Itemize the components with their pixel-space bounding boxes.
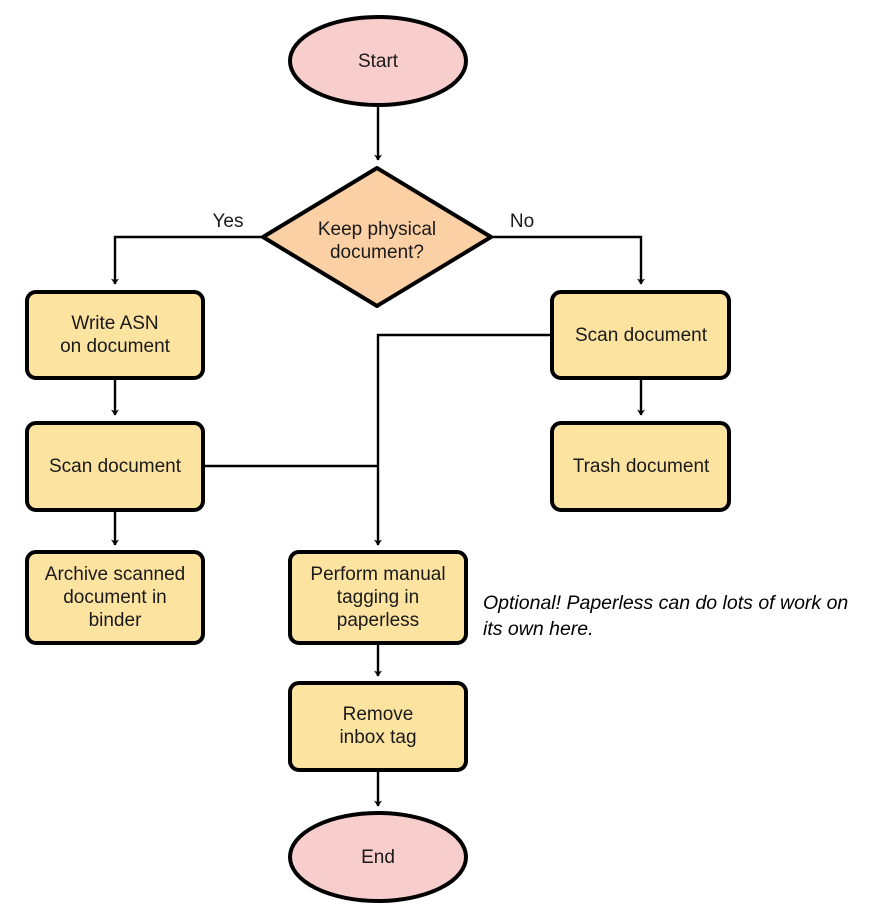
scan-document-left-box-shape (25, 421, 205, 512)
archive-box-shape (25, 550, 205, 645)
scan-document-right-box-shape (550, 290, 731, 380)
remove-inbox-label-line1: Remove (343, 704, 414, 725)
trash-document-box-shape (550, 421, 731, 512)
archive-label-line3: binder (89, 610, 142, 631)
decision-label-line1: Keep physical (318, 219, 436, 240)
write-asn-label-line1: Write ASN (71, 313, 158, 334)
edge-decision-no-to-scan-right (491, 235, 645, 285)
node-scan-document-right[interactable]: Scan document (550, 290, 731, 380)
node-archive-scanned-document[interactable]: Archive scanned document in binder (25, 550, 205, 645)
remove-inbox-label-line2: inbox tag (339, 727, 416, 748)
node-start[interactable]: Start (288, 15, 468, 107)
scan-document-right-label: Scan document (575, 325, 708, 346)
remove-inbox-box-shape (288, 681, 468, 772)
edge-label-no: No (510, 211, 534, 232)
edge-scan-right-to-tagging (374, 333, 552, 546)
start-ellipse-shape (288, 15, 468, 107)
tagging-label-line3: paperless (337, 610, 419, 631)
edge-label-yes: Yes (213, 211, 244, 232)
tagging-label-line1: Perform manual (310, 564, 445, 585)
node-scan-document-left[interactable]: Scan document (25, 421, 205, 512)
end-label: End (361, 847, 395, 868)
scan-document-left-label: Scan document (49, 456, 182, 477)
node-end[interactable]: End (288, 811, 468, 903)
node-perform-manual-tagging[interactable]: Perform manual tagging in paperless (288, 550, 468, 645)
write-asn-box-shape (25, 290, 205, 380)
optional-note-line1: Optional! Paperless can do lots of work … (483, 592, 848, 614)
node-write-asn-on-document[interactable]: Write ASN on document (25, 290, 205, 380)
edge-decision-yes-to-write-asn (111, 235, 263, 285)
optional-note-line2: its own here. (483, 618, 594, 640)
write-asn-label-line2: on document (60, 336, 171, 357)
trash-document-label: Trash document (573, 456, 710, 477)
archive-label-line2: document in (63, 587, 167, 608)
node-remove-inbox-tag[interactable]: Remove inbox tag (288, 681, 468, 772)
tagging-box-shape (288, 550, 468, 645)
tagging-label-line2: tagging in (337, 587, 419, 608)
end-ellipse-shape (288, 811, 468, 903)
decision-diamond-shape (261, 166, 493, 308)
node-trash-document[interactable]: Trash document (550, 421, 731, 512)
node-decision-keep-physical-document[interactable]: Keep physical document? (261, 166, 493, 308)
archive-label-line1: Archive scanned (45, 564, 185, 585)
start-label: Start (358, 51, 399, 72)
decision-label-line2: document? (330, 242, 424, 263)
edges-layer (111, 106, 645, 807)
